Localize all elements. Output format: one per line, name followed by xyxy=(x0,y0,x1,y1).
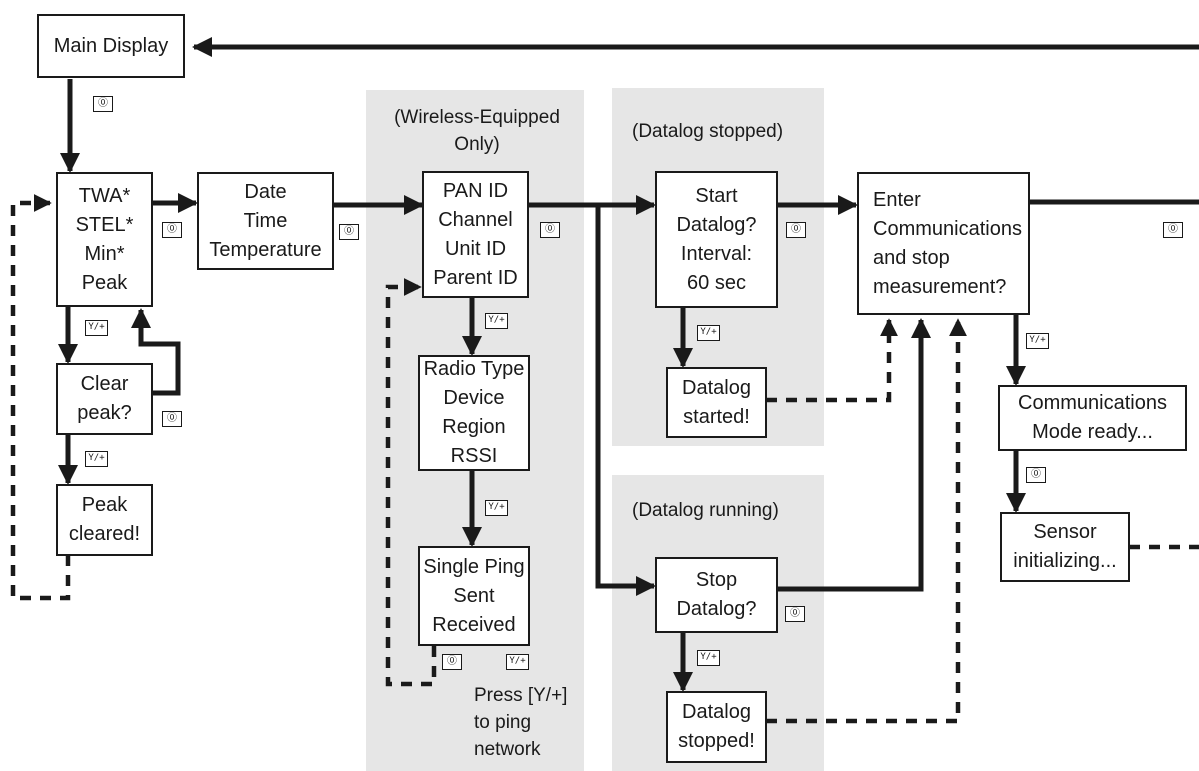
note-wireless-only: (Wireless-Equipped Only) xyxy=(382,104,572,158)
peak-cleared-line-1: Peak xyxy=(81,494,128,516)
pan-id-line-3: Unit ID xyxy=(444,237,507,260)
date-time-line-2: Time xyxy=(243,209,288,232)
node-radio-type: Radio Type Device Region RSSI xyxy=(418,355,530,471)
dashed-ping-loop xyxy=(385,278,437,687)
radio-type-line-1: Radio Type xyxy=(423,358,525,380)
power-key-icon: ⓪ xyxy=(1026,467,1046,483)
enter-comms-line-2: Communications xyxy=(873,217,1022,240)
datalog-started-line-1: Datalog xyxy=(682,376,751,399)
sensor-init-line-2: initializing... xyxy=(1013,550,1117,572)
node-datalog-started: Datalog started! xyxy=(666,367,767,438)
node-pan-id: PAN ID Channel Unit ID Parent ID xyxy=(422,171,529,298)
twa-line-3: Min* xyxy=(84,242,125,265)
enter-comms-line-3: and stop xyxy=(873,246,950,269)
power-key-icon: ⓪ xyxy=(162,411,182,427)
power-key-icon: ⓪ xyxy=(339,224,359,240)
yplus-key-icon: Y/+ xyxy=(485,313,508,329)
enter-comms-line-4: measurement? xyxy=(873,275,1007,298)
datalog-running-header: (Datalog running) xyxy=(632,500,779,521)
power-key-icon: ⓪ xyxy=(442,654,462,670)
datalog-started-line-2: started! xyxy=(683,405,750,428)
node-enter-comms: Enter Communications and stop measuremen… xyxy=(857,172,1030,315)
node-datalog-stopped: Datalog stopped! xyxy=(666,691,767,763)
node-clear-peak: Clear peak? xyxy=(56,363,153,435)
pan-id-line-2: Channel xyxy=(438,208,513,231)
dashed-peak-loop xyxy=(10,194,71,601)
single-ping-line-3: Received xyxy=(432,613,516,636)
main-display-label: Main Display xyxy=(53,34,169,57)
date-time-line-3: Temperature xyxy=(209,238,322,261)
stop-datalog-line-1: Stop xyxy=(695,569,738,591)
node-single-ping: Single Ping Sent Received xyxy=(418,546,530,646)
node-start-datalog: Start Datalog? Interval: 60 sec xyxy=(655,171,778,308)
twa-line-1: TWA* xyxy=(78,184,131,207)
wireless-only-line-2: Only) xyxy=(454,134,500,155)
yplus-key-icon: Y/+ xyxy=(1026,333,1049,349)
note-press-to-ping: Press [Y/+] to ping network xyxy=(474,682,567,763)
node-peak-cleared: Peak cleared! xyxy=(56,484,153,556)
power-key-icon: ⓪ xyxy=(93,96,113,112)
yplus-key-icon: Y/+ xyxy=(697,650,720,666)
dashed-stopped-comms xyxy=(766,318,967,724)
node-sensor-init: Sensor initializing... xyxy=(1000,512,1130,582)
press-to-ping-line-1: Press [Y/+] xyxy=(474,685,568,706)
power-key-icon: ⓪ xyxy=(1163,222,1183,238)
dashed-started-comms xyxy=(766,318,898,403)
yplus-key-icon: Y/+ xyxy=(485,500,508,516)
node-stop-datalog: Stop Datalog? xyxy=(655,557,778,633)
date-time-line-1: Date xyxy=(244,180,287,203)
clear-peak-line-1: Clear xyxy=(80,373,129,395)
twa-line-2: STEL* xyxy=(75,213,134,236)
pan-id-line-1: PAN ID xyxy=(442,179,509,202)
arrow-stop-comms xyxy=(777,318,931,592)
radio-type-line-4: RSSI xyxy=(450,445,498,467)
start-datalog-line-3: Interval: xyxy=(680,242,753,265)
start-datalog-line-4: 60 sec xyxy=(687,271,746,294)
single-ping-line-1: Single Ping xyxy=(423,555,525,578)
clear-peak-line-2: peak? xyxy=(77,402,132,424)
yplus-key-icon: Y/+ xyxy=(85,320,108,336)
comms-ready-line-1: Communications xyxy=(1018,392,1167,414)
datalog-stopped-line-1: Datalog xyxy=(682,701,751,723)
press-to-ping-line-2: to ping xyxy=(474,712,532,733)
comms-ready-line-2: Mode ready... xyxy=(1032,421,1153,443)
yplus-key-icon: Y/+ xyxy=(85,451,108,467)
start-datalog-line-1: Start xyxy=(695,184,738,207)
power-key-icon: ⓪ xyxy=(540,222,560,238)
node-main-display: Main Display xyxy=(37,14,185,78)
yplus-key-icon: Y/+ xyxy=(506,654,529,670)
sensor-init-line-1: Sensor xyxy=(1033,521,1097,543)
note-datalog-running: (Datalog running) xyxy=(632,497,779,524)
start-datalog-line-2: Datalog? xyxy=(676,213,757,236)
datalog-stopped-line-2: stopped! xyxy=(678,730,755,752)
single-ping-line-2: Sent xyxy=(453,584,495,607)
arrow-pan-stop xyxy=(595,205,656,596)
note-datalog-stopped: (Datalog stopped) xyxy=(632,118,783,145)
yplus-key-icon: Y/+ xyxy=(697,325,720,341)
radio-type-line-3: Region xyxy=(442,416,506,438)
arrow-clear-twa xyxy=(131,308,181,396)
power-key-icon: ⓪ xyxy=(162,222,182,238)
power-key-icon: ⓪ xyxy=(785,606,805,622)
pan-id-line-4: Parent ID xyxy=(433,266,518,289)
stop-datalog-line-2: Datalog? xyxy=(676,598,757,620)
enter-comms-line-1: Enter xyxy=(873,188,921,211)
radio-type-line-2: Device xyxy=(443,387,505,409)
press-to-ping-line-3: network xyxy=(474,739,541,760)
datalog-stopped-header: (Datalog stopped) xyxy=(632,121,784,142)
node-comms-ready: Communications Mode ready... xyxy=(998,385,1187,451)
twa-line-4: Peak xyxy=(81,271,128,294)
peak-cleared-line-2: cleared! xyxy=(68,523,141,545)
node-date-time: Date Time Temperature xyxy=(197,172,334,270)
power-key-icon: ⓪ xyxy=(786,222,806,238)
wireless-only-line-1: (Wireless-Equipped xyxy=(394,107,560,128)
node-twa: TWA* STEL* Min* Peak xyxy=(56,172,153,307)
